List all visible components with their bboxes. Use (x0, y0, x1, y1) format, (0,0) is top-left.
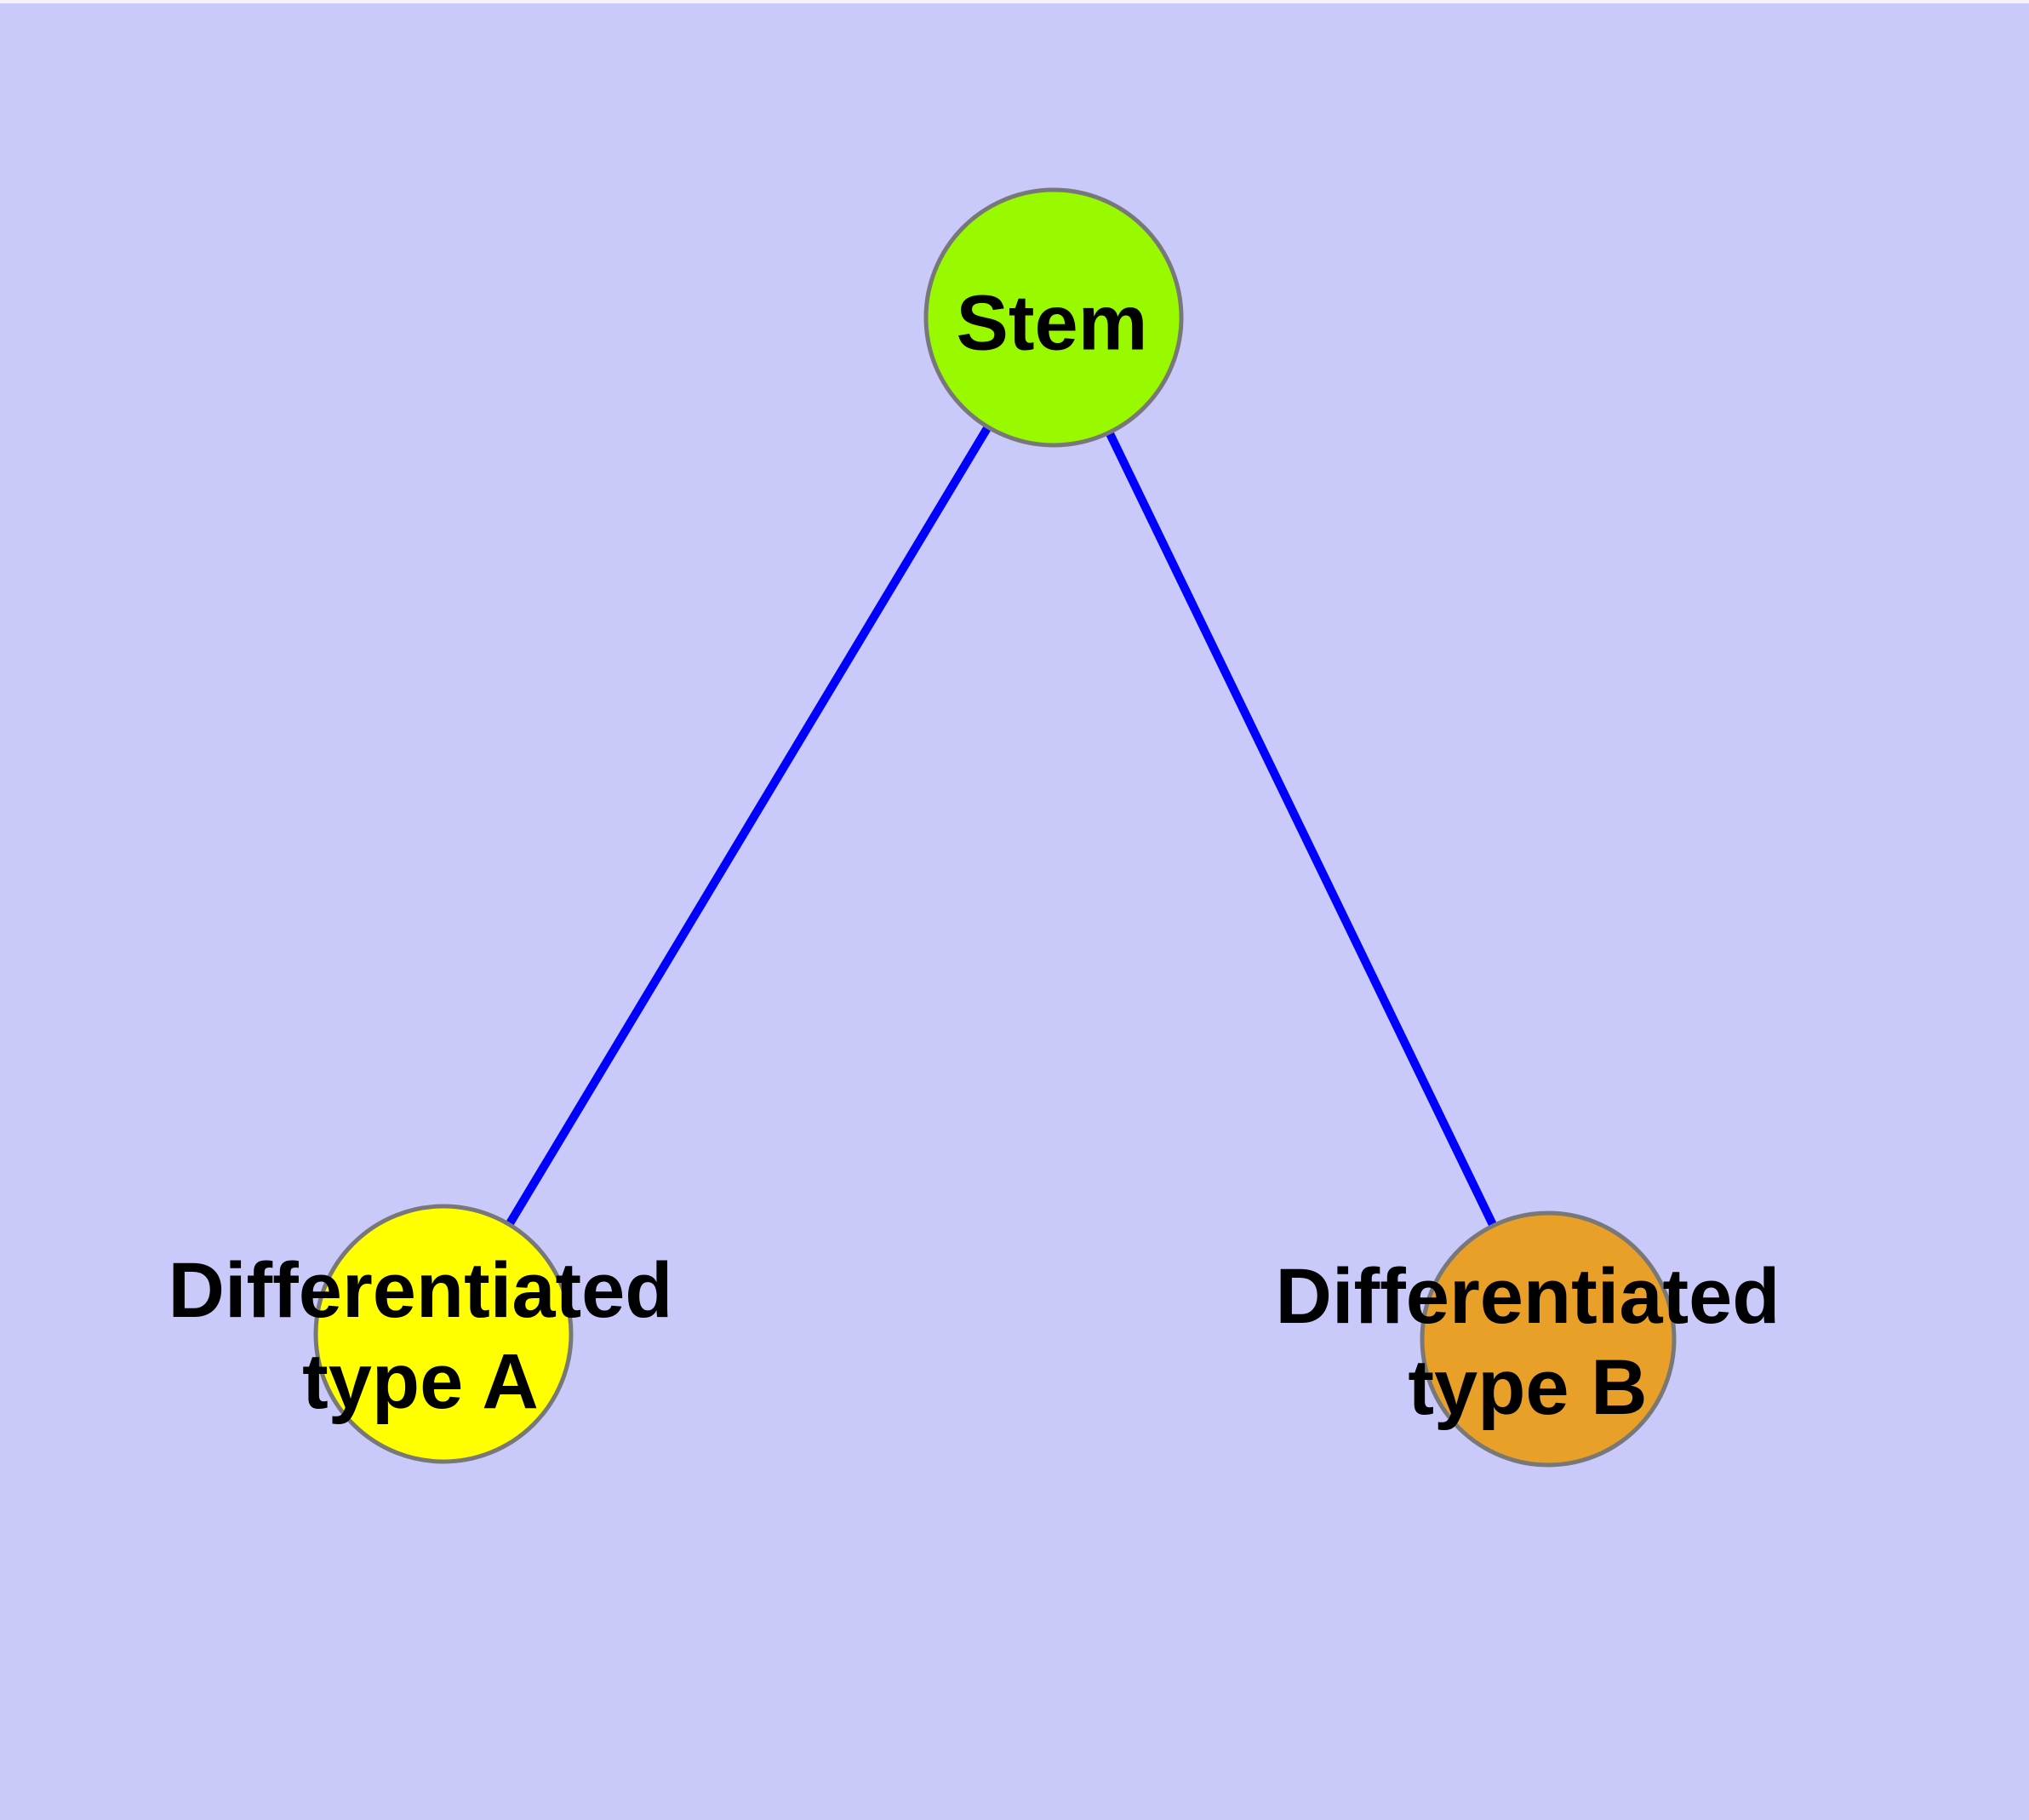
node-stem-label-text: Stem (956, 279, 1148, 367)
node-type-b-label-line1: Differentiated (1275, 1253, 1780, 1340)
edge-stem-to-type-a (439, 315, 1058, 1336)
edge-stem-to-type-b (1049, 315, 1552, 1342)
node-type-a-label-line1: Differentiated (168, 1247, 673, 1334)
node-type-a-label-line2: type A (302, 1338, 539, 1425)
node-stem-label: Stem (957, 278, 1148, 369)
node-stem-circle (923, 187, 1184, 448)
node-type-a-label: Differentiated type A (169, 1245, 673, 1428)
top-edge-strip (0, 0, 2029, 3)
node-type-b-circle (1420, 1210, 1677, 1468)
node-type-b-label: Differentiated type B (1276, 1251, 1780, 1434)
node-type-a-circle (313, 1204, 574, 1464)
node-type-b-label-line2: type B (1408, 1344, 1648, 1431)
